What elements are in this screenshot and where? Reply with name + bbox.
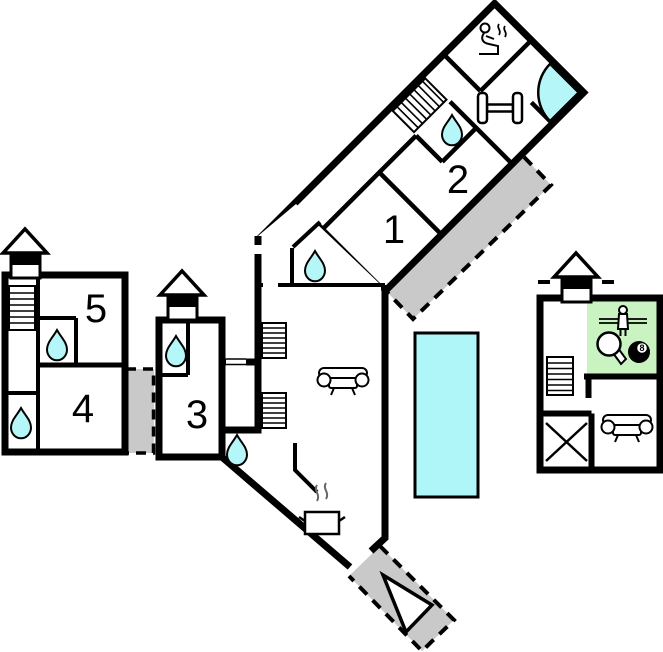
stairs-icon <box>546 356 574 396</box>
main-interior-walls <box>258 220 385 494</box>
corner-shower-icon <box>536 62 581 123</box>
games-house-interior-walls <box>540 373 657 467</box>
stairs-icon <box>261 322 287 359</box>
house-annex-icon <box>1 227 49 280</box>
terrace-left <box>126 367 156 455</box>
house-annex-icon <box>552 251 600 304</box>
room-1-label: 1 <box>383 208 405 252</box>
terrace-left-border <box>126 367 156 455</box>
house-annex-icon <box>158 269 206 322</box>
annex-room3: 3 <box>155 316 226 461</box>
window-symbol <box>226 357 246 367</box>
window-frame <box>226 358 246 366</box>
games-house: 8 <box>536 294 663 474</box>
bedroom-wing <box>254 0 589 294</box>
room-5-label: 5 <box>85 287 107 331</box>
terrace-wing-surface <box>386 157 551 319</box>
eight-ball-number: 8 <box>639 343 644 353</box>
room-3-label: 3 <box>186 393 208 437</box>
stairs-icon <box>8 285 36 331</box>
wing-outer-wall <box>254 0 589 294</box>
stairs-icon <box>261 392 287 429</box>
crossed-room-icon <box>545 422 588 462</box>
billiard-8-ball-icon: 8 <box>628 341 650 363</box>
terrace-wing <box>384 155 554 322</box>
swimming-pool <box>413 331 480 499</box>
room-4-label: 4 <box>72 387 94 431</box>
annex-rooms-4-5: 5 4 <box>1 271 129 456</box>
room3-interior-walls <box>162 320 190 377</box>
stairs-icon <box>391 76 448 134</box>
terrace-left-surface <box>126 369 154 453</box>
entrance-arrow-icon <box>379 570 435 636</box>
terrace-wing-border <box>384 155 554 322</box>
room-2-label: 2 <box>447 158 469 202</box>
